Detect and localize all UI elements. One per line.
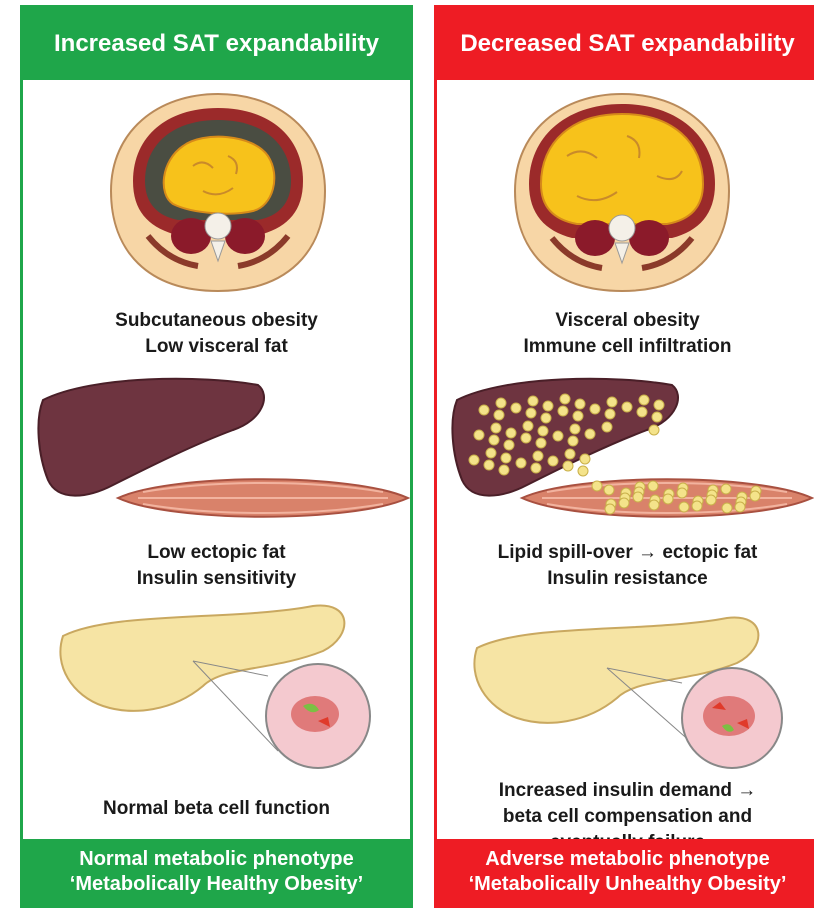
caption-line: beta cell compensation and [437, 804, 814, 830]
lipid-droplet [575, 399, 585, 409]
lipid-droplet [592, 481, 602, 491]
footer-line: ‘Metabolically Healthy Obesity’ [23, 872, 410, 897]
lipid-droplet [607, 397, 617, 407]
panel-increased-sat: Increased SAT expandability Subcutaneous… [20, 5, 413, 908]
lipid-droplet [570, 424, 580, 434]
lipid-droplet [479, 405, 489, 415]
lipid-droplet [538, 426, 548, 436]
lipid-droplet [750, 491, 760, 501]
lipid-droplet [553, 431, 563, 441]
lipid-droplet [469, 455, 479, 465]
caption-line: Insulin resistance [437, 566, 814, 592]
lipid-droplet [648, 481, 658, 491]
lipid-droplet [692, 501, 702, 511]
lipid-droplet [523, 421, 533, 431]
caption-line: Insulin sensitivity [23, 566, 410, 592]
caption-line: Normal beta cell function [23, 796, 410, 822]
footer-line: ‘Metabolically Unhealthy Obesity’ [437, 872, 814, 897]
lipid-droplet [543, 401, 553, 411]
caption-line: Lipid spill-over → ectopic fat [437, 540, 814, 566]
panel-title: Increased SAT expandability [23, 8, 410, 80]
lipid-droplet [568, 436, 578, 446]
lipid-droplet [585, 429, 595, 439]
lipid-droplet [619, 498, 629, 508]
caption-abdomen: Subcutaneous obesity Low visceral fat [23, 308, 410, 360]
caption-abdomen: Visceral obesity Immune cell infiltratio… [437, 308, 814, 360]
lipid-droplet [494, 410, 504, 420]
pancreas-stressed [467, 608, 814, 778]
lipid-droplet [496, 398, 506, 408]
lipid-droplet [528, 396, 538, 406]
lipid-droplet [484, 460, 494, 470]
lipid-droplet [639, 395, 649, 405]
lipid-droplet [722, 503, 732, 513]
lipid-droplet [590, 404, 600, 414]
lipid-droplet [663, 494, 673, 504]
lipid-droplet [501, 453, 511, 463]
lipid-droplet [506, 428, 516, 438]
lipid-droplet [706, 495, 716, 505]
caption-line: Subcutaneous obesity [23, 308, 410, 334]
lipid-droplet [504, 440, 514, 450]
lipid-droplet [677, 488, 687, 498]
abdomen-cross-section-visceral [507, 86, 737, 296]
lipid-droplet [649, 425, 659, 435]
lipid-droplet [536, 438, 546, 448]
caption-line: Low ectopic fat [23, 540, 410, 566]
lipid-droplet [605, 504, 615, 514]
lipid-droplet [511, 403, 521, 413]
panel-footer: Normal metabolic phenotype ‘Metabolicall… [23, 839, 410, 905]
lipid-droplet [605, 409, 615, 419]
lipid-droplet [604, 485, 614, 495]
lipid-droplet [654, 400, 664, 410]
lipid-droplet [474, 430, 484, 440]
footer-line: Adverse metabolic phenotype [437, 847, 814, 872]
lipid-droplet [486, 448, 496, 458]
caption-line: Immune cell infiltration [437, 334, 814, 360]
lipid-droplet [649, 500, 659, 510]
lipid-droplet [721, 484, 731, 494]
lipid-droplet [565, 449, 575, 459]
lipid-droplet [573, 411, 583, 421]
lipid-droplet [499, 465, 509, 475]
lipid-droplet [622, 402, 632, 412]
lipid-droplet [526, 408, 536, 418]
lipid-droplet [633, 492, 643, 502]
lipid-droplet [541, 413, 551, 423]
panel-footer: Adverse metabolic phenotype ‘Metabolical… [437, 839, 814, 905]
lipid-droplet [560, 394, 570, 404]
lipid-droplet [580, 454, 590, 464]
caption-pancreas: Normal beta cell function [23, 796, 410, 822]
lipid-droplet [516, 458, 526, 468]
footer-line: Normal metabolic phenotype [23, 847, 410, 872]
lipid-droplet [558, 406, 568, 416]
abdomen-cross-section-lean [103, 86, 333, 296]
lipid-droplet [602, 422, 612, 432]
lipid-droplet [521, 433, 531, 443]
caption-organs: Low ectopic fat Insulin sensitivity [23, 540, 410, 592]
muscle-healthy [113, 468, 413, 528]
panel-title: Decreased SAT expandability [437, 8, 814, 80]
pancreas-healthy [53, 596, 403, 796]
lipid-droplet [637, 407, 647, 417]
lipid-droplet [491, 423, 501, 433]
lipid-droplet [652, 412, 662, 422]
lipid-droplet [489, 435, 499, 445]
caption-line: Low visceral fat [23, 334, 410, 360]
caption-line: Increased insulin demand → [437, 778, 814, 804]
lipid-droplet [679, 502, 689, 512]
caption-line: Visceral obesity [437, 308, 814, 334]
lipid-droplet [735, 502, 745, 512]
lipid-droplet [548, 456, 558, 466]
muscle-fatty [517, 468, 814, 528]
panel-decreased-sat: Decreased SAT expandability Visceral obe… [434, 5, 814, 908]
caption-organs: Lipid spill-over → ectopic fat Insulin r… [437, 540, 814, 592]
lipid-droplet [533, 451, 543, 461]
